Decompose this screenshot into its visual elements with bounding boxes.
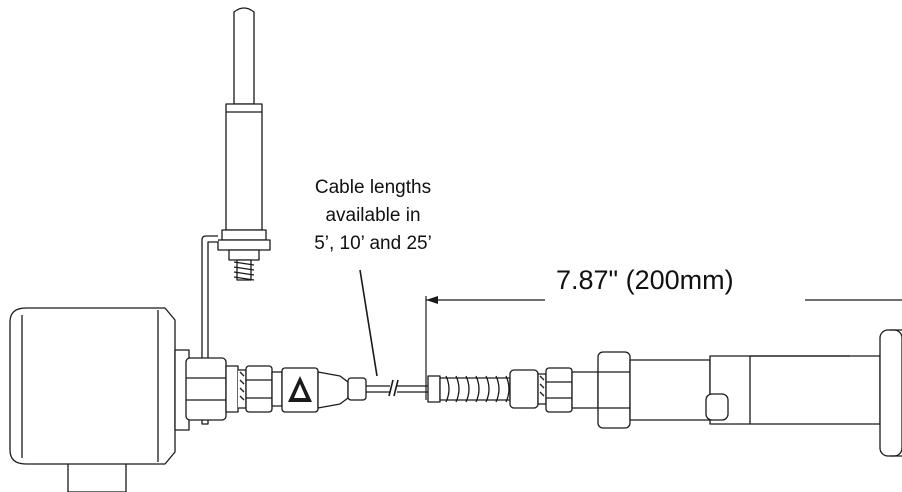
left-hex-fitting <box>185 357 283 421</box>
cable-note-line-3: 5’, 10’ and 25’ <box>314 233 432 254</box>
cable-note-line-1: Cable lengths <box>314 177 432 198</box>
cable-leader-line <box>359 269 378 377</box>
spring-strain-relief <box>427 375 511 403</box>
dimension-arrow-icon <box>426 296 438 304</box>
right-fittings <box>509 351 631 429</box>
dimension-lines <box>425 296 902 400</box>
cable <box>366 379 428 397</box>
cable-note-line-2: available in <box>325 205 421 226</box>
cable-connector <box>281 367 367 413</box>
dimension-label: 7.87" (200mm) <box>556 265 734 295</box>
left-housing <box>9 307 190 492</box>
right-sensor-body <box>629 329 902 457</box>
cable-lengths-note: Cable lengths available in 5’, 10’ and 2… <box>268 174 478 258</box>
vertical-probe <box>217 7 271 281</box>
